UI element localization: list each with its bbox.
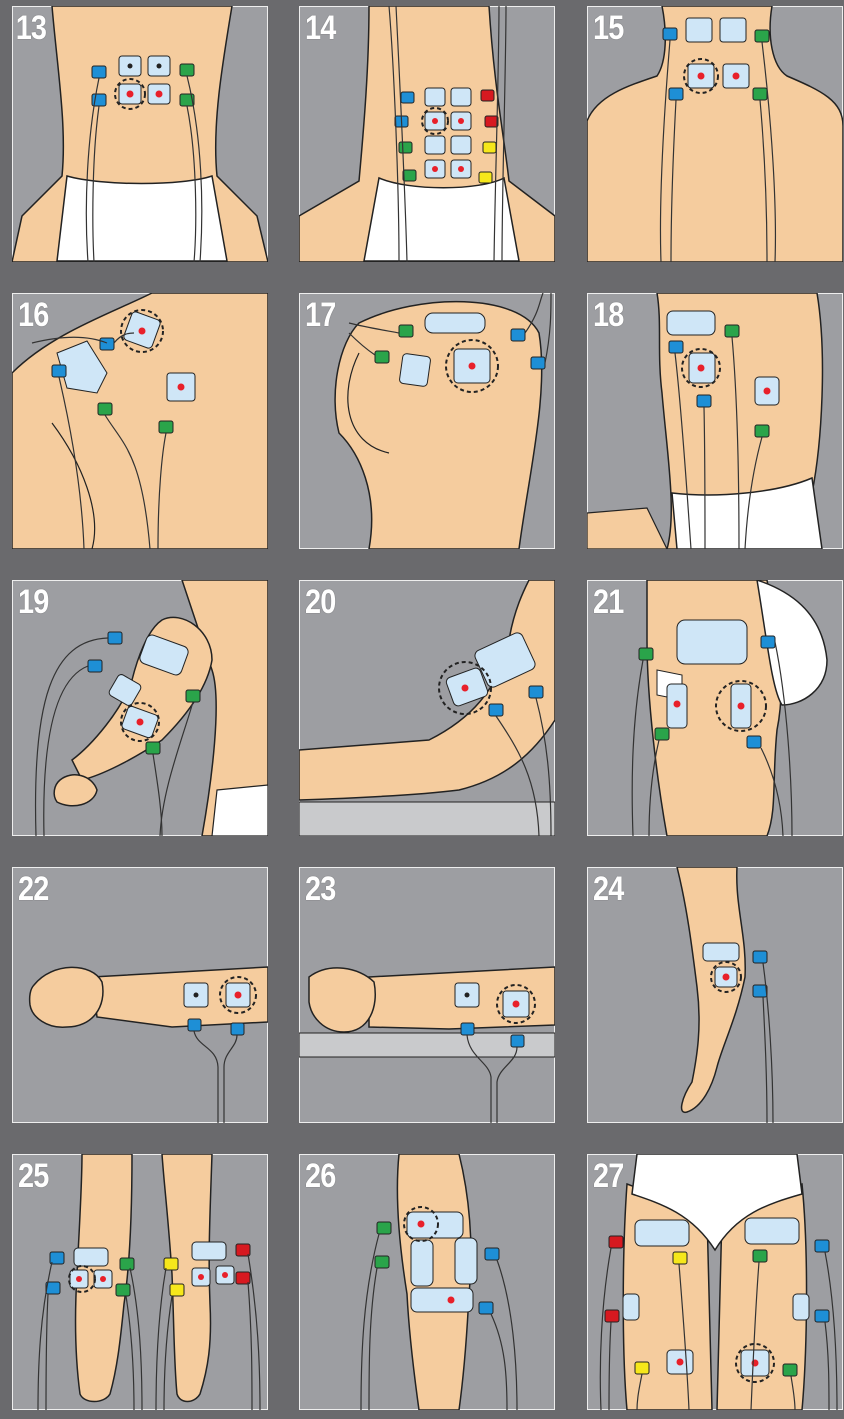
panel-20: 20 <box>299 580 555 836</box>
illustration-hip-21 <box>587 580 843 836</box>
illustration-thighs-27 <box>587 1154 843 1410</box>
illustration-lower-back-14 <box>299 6 555 262</box>
panel-number: 24 <box>593 869 623 909</box>
panel-15: 15 <box>587 6 843 262</box>
panel-number: 25 <box>18 1156 48 1196</box>
panel-23: 23 <box>299 867 555 1123</box>
panel-number: 13 <box>14 8 51 48</box>
panel-14: 14 <box>299 6 555 262</box>
illustration-buttock-17 <box>299 293 555 549</box>
panel-22: 22 <box>12 867 268 1123</box>
panel-19: 19 <box>12 580 268 836</box>
panel-number: 15 <box>593 8 623 48</box>
panel-number: 21 <box>593 582 623 622</box>
panel-number: 22 <box>18 869 48 909</box>
panel-18: 18 <box>587 293 843 549</box>
illustration-neck-15 <box>587 6 843 262</box>
panel-number: 23 <box>305 869 335 909</box>
panel-17: 17 <box>299 293 555 549</box>
panel-number: 26 <box>305 1156 335 1196</box>
illustration-forearm-23 <box>299 867 555 1123</box>
illustration-knee-26 <box>299 1154 555 1410</box>
panel-number: 14 <box>305 8 335 48</box>
panel-number: 27 <box>593 1156 623 1196</box>
panel-16: 16 <box>12 293 268 549</box>
panel-number: 17 <box>305 295 335 335</box>
panel-26: 26 <box>299 1154 555 1410</box>
panel-25: 25 <box>12 1154 268 1410</box>
panel-number: 18 <box>593 295 623 335</box>
panel-13: 13 <box>12 6 268 262</box>
panel-27: 27 <box>587 1154 843 1410</box>
illustration-side-back-18 <box>587 293 843 549</box>
panel-24: 24 <box>587 867 843 1123</box>
illustration-forearm-22 <box>12 867 268 1123</box>
panel-number: 16 <box>18 295 48 335</box>
illustration-shoulder-16 <box>12 293 268 549</box>
illustration-calves-25 <box>12 1154 268 1410</box>
illustration-upper-arm-19 <box>12 580 268 836</box>
panel-number: 19 <box>18 582 48 622</box>
illustration-elbow-20 <box>299 580 555 836</box>
panel-21: 21 <box>587 580 843 836</box>
panel-number: 20 <box>305 582 335 622</box>
illustration-calf-24 <box>587 867 843 1123</box>
